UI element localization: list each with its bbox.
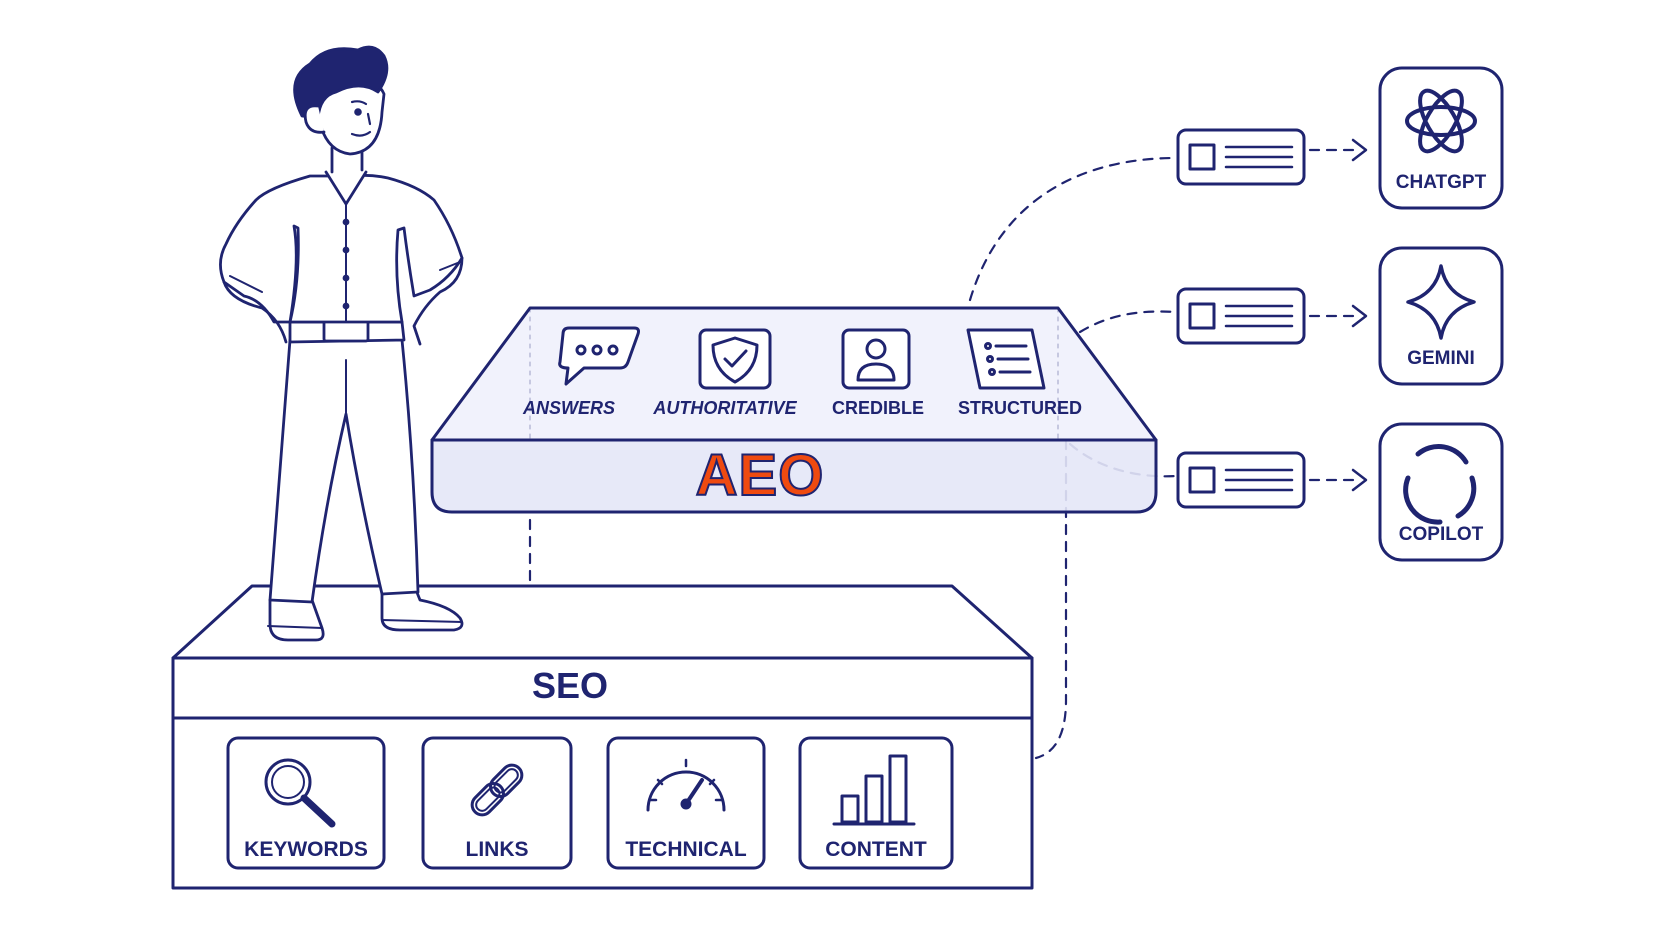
list-document-icon (966, 328, 1046, 390)
ai-tile-chatgpt (1378, 66, 1504, 210)
aeo-label-answers: ANSWERS (522, 398, 615, 418)
aeo-label-structured: STRUCTURED (958, 398, 1082, 418)
shield-check-icon (698, 328, 772, 390)
aeo-label-authoritative: AUTHORITATIVE (653, 398, 797, 418)
chain-link-icon (470, 763, 524, 817)
seo-card-keywords (226, 736, 386, 870)
magnifier-icon (264, 758, 336, 828)
ai-label-gemini: GEMINI (1407, 348, 1475, 369)
man-standing-illustration (219, 45, 464, 642)
user-badge-icon (841, 328, 911, 390)
bar-chart-icon (832, 754, 916, 826)
ai-tile-gemini (1378, 246, 1504, 386)
seo-card-content (798, 736, 954, 870)
ai-tile-copilot (1378, 422, 1504, 562)
seo-label-technical: TECHNICAL (625, 838, 747, 861)
speedometer-icon (646, 758, 726, 812)
openai-knot-icon (1405, 88, 1477, 154)
ai-label-chatgpt: CHATGPT (1395, 172, 1487, 193)
ai-label-copilot: COPILOT (1398, 524, 1484, 545)
arrow-heads (1351, 138, 1368, 492)
result-card-3 (1176, 451, 1306, 509)
result-card-1 (1176, 128, 1306, 186)
seo-title: SEO (531, 665, 609, 706)
seo-label-content: CONTENT (825, 838, 927, 861)
speech-bubble-icon (558, 326, 640, 386)
seo-label-links: LINKS (465, 838, 529, 861)
aeo-title: AEO (695, 442, 825, 509)
seo-label-keywords: KEYWORDS (244, 838, 368, 861)
seo-card-technical (606, 736, 766, 870)
four-point-star-icon (1406, 264, 1476, 340)
result-card-2 (1176, 287, 1306, 345)
ring-icon (1403, 444, 1477, 525)
seo-card-links (421, 736, 573, 870)
aeo-label-credible: CREDIBLE (831, 398, 924, 418)
